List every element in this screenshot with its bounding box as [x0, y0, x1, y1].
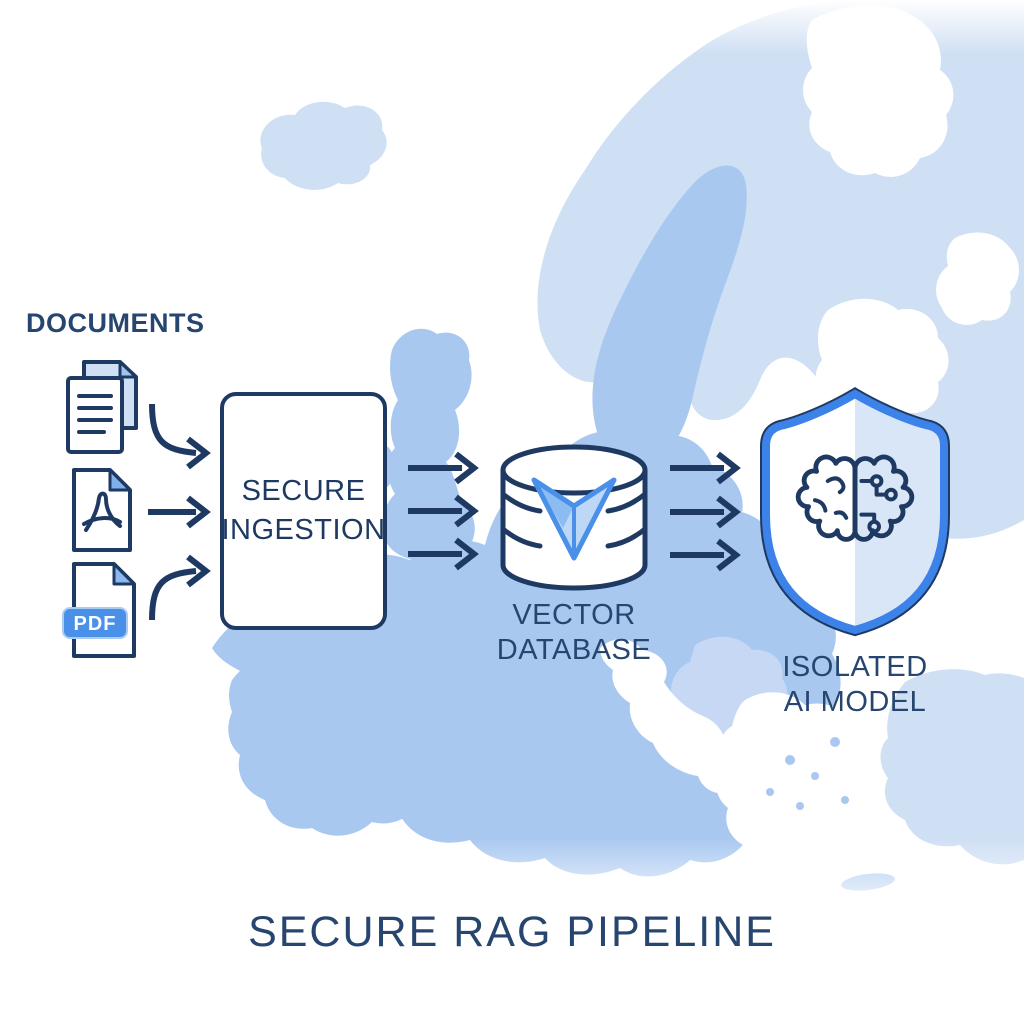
ai-brain-circuit-icon: [795, 454, 915, 542]
isolated-ai-model-label: ISOLATED AI MODEL: [745, 650, 965, 720]
ingestion-label-line2: INGESTION: [221, 514, 386, 546]
secure-ingestion-box: SECURE INGESTION: [220, 392, 387, 630]
documents-label: DOCUMENTS: [26, 308, 205, 338]
db-label-line2: DATABASE: [496, 634, 652, 666]
acrobat-glyph: [82, 491, 122, 532]
ai-label-line1: ISOLATED: [782, 651, 928, 683]
vector-database-cylinder-icon: [500, 444, 648, 591]
arrow-docs-top: [149, 403, 211, 470]
document-stack-icon: [66, 360, 138, 454]
diagram-title: SECURE RAG PIPELINE: [248, 908, 776, 956]
map-italy: [600, 639, 739, 794]
arrow-docs-middle: [148, 495, 211, 529]
arrows-ingestion-to-db: [408, 451, 479, 571]
security-shield-icon: [760, 387, 950, 637]
ingestion-label-line1: SECURE: [241, 475, 366, 507]
arrow-docs-bottom: [149, 554, 211, 621]
map-iceland: [260, 101, 387, 190]
arrows-db-to-model: [670, 451, 741, 572]
pdf-badge: [62, 607, 128, 639]
vector-arrow-glyph: [531, 477, 617, 561]
pdf-document-icon: [72, 468, 132, 552]
map-baltic: [592, 165, 747, 469]
pdf-file-icon: PDF: [62, 562, 136, 658]
vector-database-label: VECTOR DATABASE: [458, 598, 690, 668]
ai-label-line2: AI MODEL: [783, 686, 927, 718]
map-iberia: [228, 645, 468, 836]
pdf-badge-text: PDF: [74, 613, 117, 635]
db-label-line1: VECTOR: [512, 599, 636, 631]
map-anatolia: [880, 669, 1024, 865]
